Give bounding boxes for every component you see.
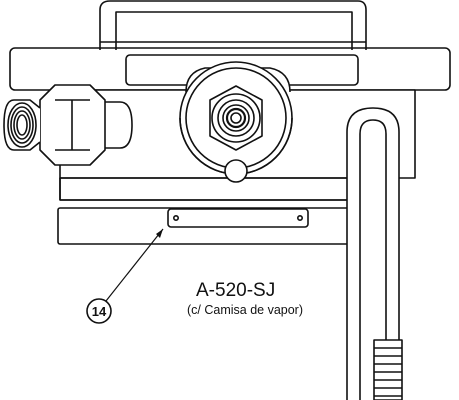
top-cap xyxy=(99,0,367,50)
right-pipe xyxy=(346,107,403,400)
nameplate-screw-right xyxy=(296,215,303,222)
model-note: (c/ Camisa de vapor) xyxy=(187,303,304,317)
callout: 14 xyxy=(86,228,164,324)
nameplate xyxy=(167,208,309,228)
callout-number: 14 xyxy=(92,304,107,319)
nameplate-screw-left xyxy=(173,215,180,222)
callout-arrowhead xyxy=(156,229,163,238)
center-valve xyxy=(179,61,293,183)
lower-ring xyxy=(57,207,381,245)
model-label: A-520-SJ xyxy=(196,280,276,301)
left-fitting xyxy=(3,84,133,166)
callout-bubble xyxy=(86,298,112,324)
